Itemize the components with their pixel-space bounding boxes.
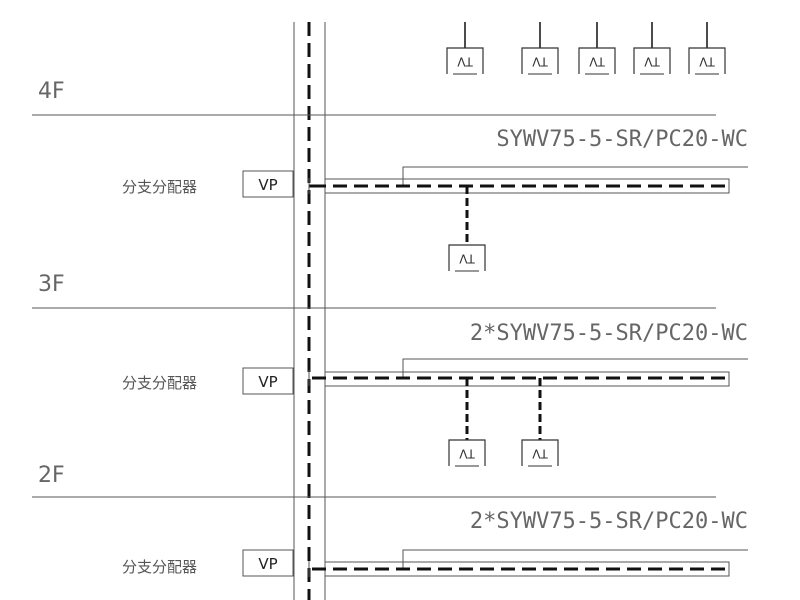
cable-spec-label: 2*SYWV75-5-SR/PC20-WC (470, 321, 748, 346)
tv-outlets: TV TV TV TV TV TV TV TV (446, 22, 726, 467)
vp-label: VP (258, 373, 277, 391)
tv-outlet: TV (578, 22, 616, 75)
floor-labels: 4F 3F 2F (38, 79, 65, 488)
tv-outlet-label: TV (588, 55, 605, 69)
tv-outlet: TV (688, 22, 726, 75)
cable-leader-line (402, 549, 748, 570)
tv-outlet: TV (448, 378, 486, 467)
riser-shaft (293, 22, 326, 600)
outlet-symbol-box (688, 47, 726, 74)
tv-outlet: TV (448, 186, 486, 272)
outlet-symbol-box (448, 244, 486, 271)
vp-box (242, 170, 294, 198)
cable-spec-label: SYWV75-5-SR/PC20-WC (496, 127, 748, 152)
vp-label: VP (258, 176, 277, 194)
outlet-symbol-box (521, 47, 559, 74)
floor-label-3f: 3F (38, 272, 65, 297)
tv-outlet-label: TV (531, 55, 548, 69)
tv-outlet-label: TV (456, 55, 473, 69)
vp-box (242, 549, 294, 577)
splitter-label: 分支分配器 (122, 558, 197, 576)
cable-spec-label: 2*SYWV75-5-SR/PC20-WC (470, 509, 748, 534)
tv-outlet: TV (446, 22, 484, 75)
splitter-label: 分支分配器 (122, 178, 197, 196)
cable-leader-line (402, 166, 748, 186)
splitter-label: 分支分配器 (122, 374, 197, 392)
tv-outlet-label: TV (698, 55, 715, 69)
floor-label-4f: 4F (38, 79, 65, 104)
branch-level-middle: 分支分配器 VP 2*SYWV75-5-SR/PC20-WC (122, 321, 748, 395)
branch-level-lower: 分支分配器 VP 2*SYWV75-5-SR/PC20-WC (122, 509, 748, 577)
outlet-symbol-box (633, 47, 671, 74)
tv-outlet-label: TV (458, 252, 475, 266)
branch-level-upper: 分支分配器 VP SYWV75-5-SR/PC20-WC (122, 127, 748, 198)
outlet-symbol-box (446, 47, 484, 74)
outlet-symbol-box (521, 439, 559, 466)
floor-label-2f: 2F (38, 463, 65, 488)
tv-outlet: TV (521, 378, 559, 467)
vp-label: VP (258, 555, 277, 573)
tv-outlet: TV (521, 22, 559, 75)
tv-outlet-label: TV (458, 447, 475, 461)
tv-outlet-label: TV (643, 55, 660, 69)
tv-outlet-label: TV (531, 447, 548, 461)
vp-box (242, 367, 294, 395)
outlet-symbol-box (448, 439, 486, 466)
outlet-symbol-box (578, 47, 616, 74)
tv-outlet: TV (633, 22, 671, 75)
floor-lines (32, 114, 716, 498)
cable-leader-line (402, 358, 748, 378)
